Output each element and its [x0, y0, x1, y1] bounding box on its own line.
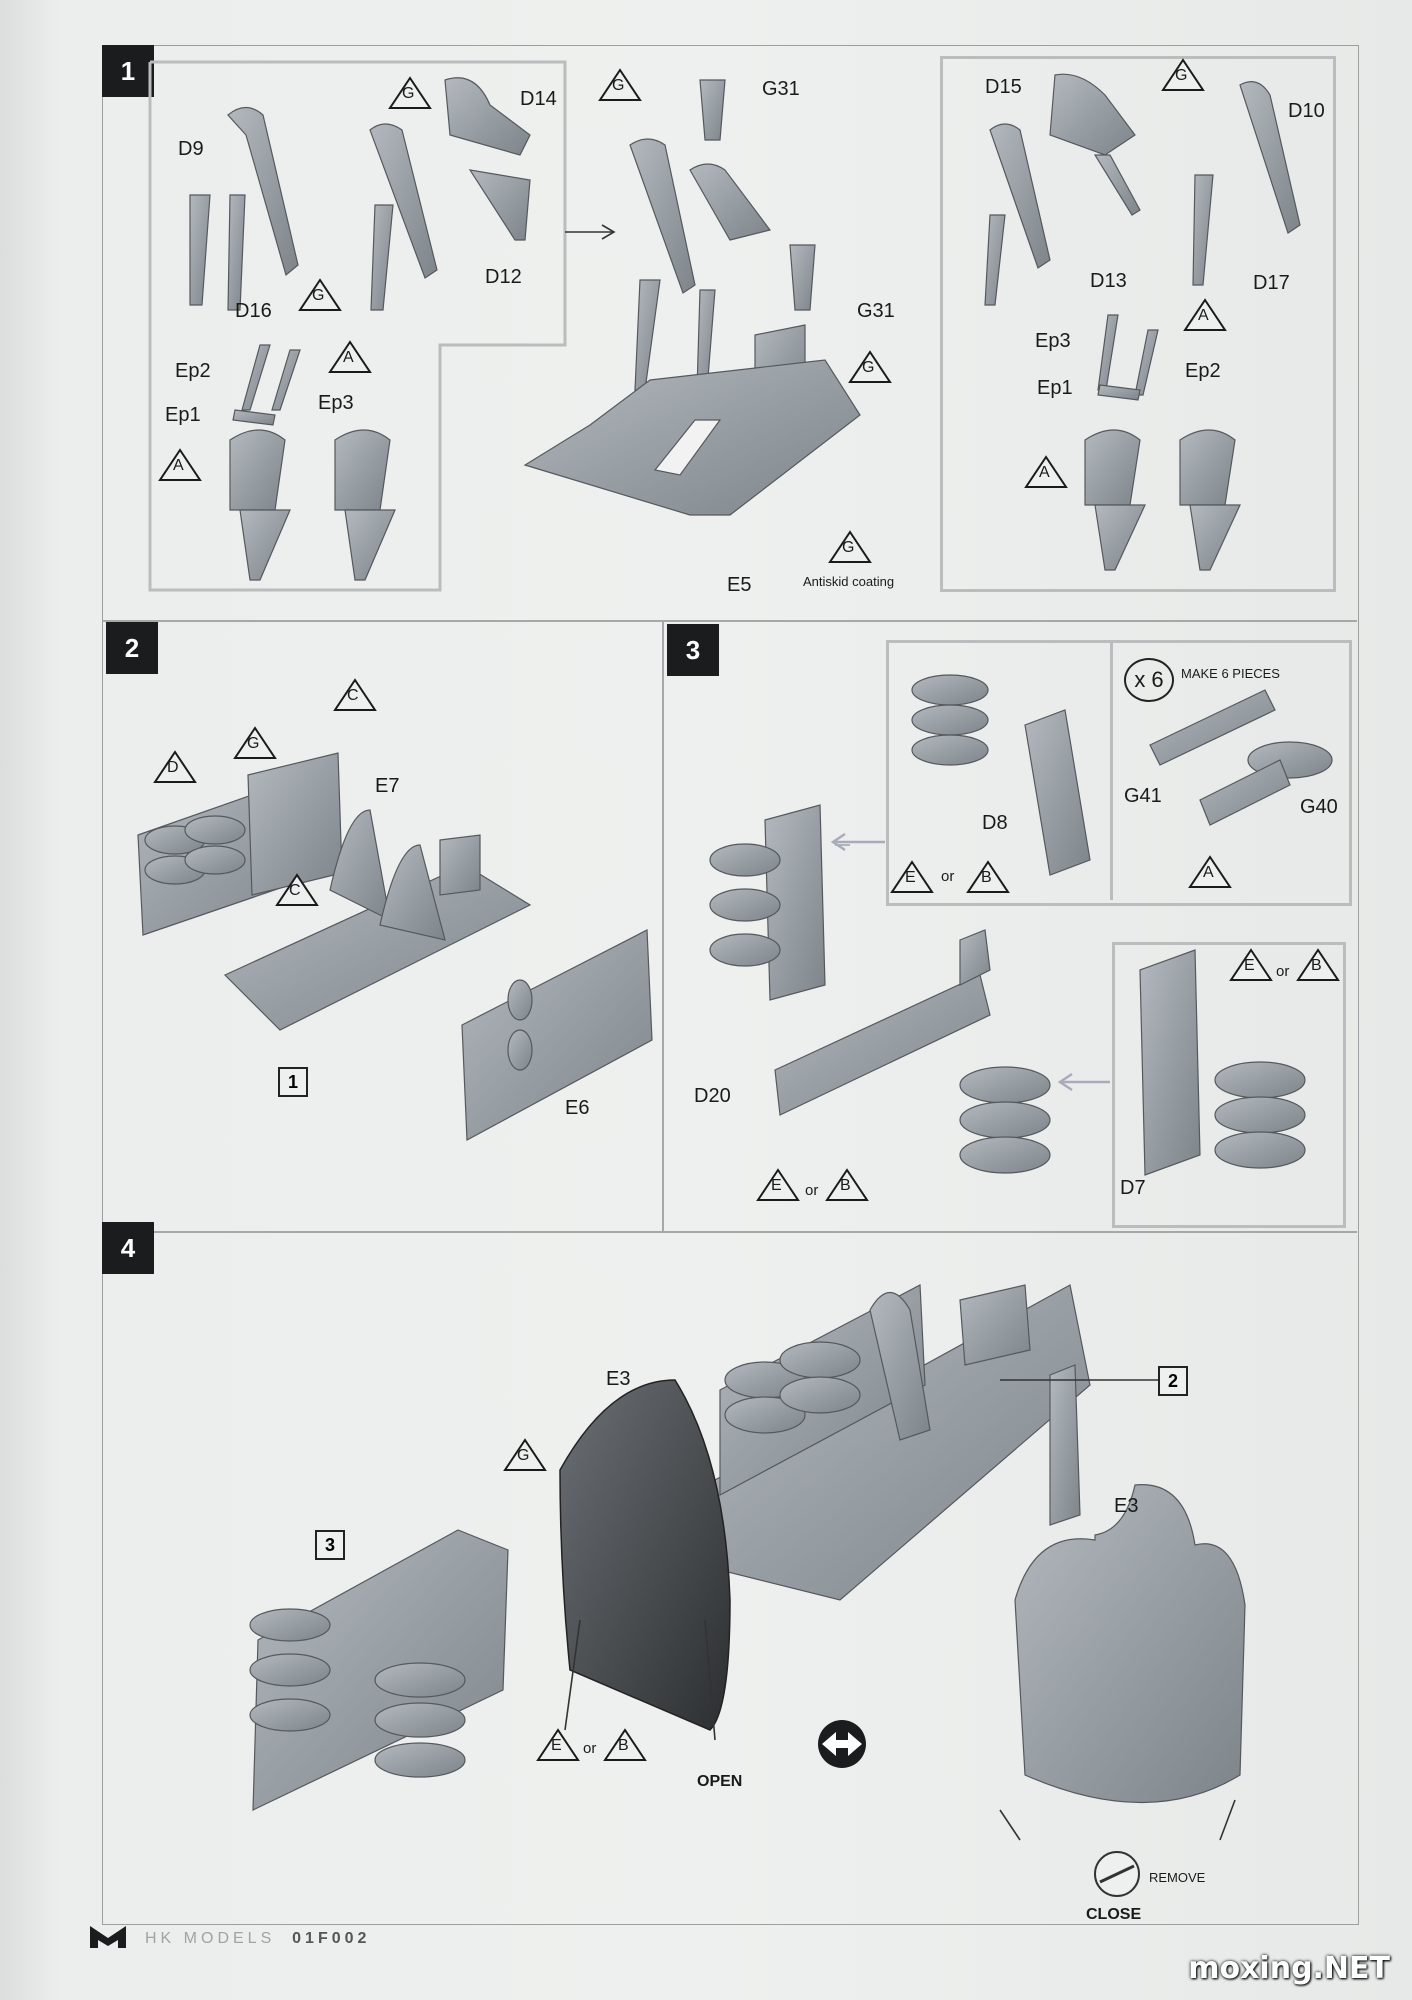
part-ep3-left: Ep3 [318, 392, 354, 414]
callout-g-6: G [842, 539, 855, 556]
remove-note: REMOVE [1149, 1870, 1206, 1885]
e3-panel-dark [559, 1379, 731, 1731]
callout-g-4: G [312, 287, 325, 304]
part-d9: D9 [178, 138, 204, 160]
part-d17: D17 [1253, 272, 1290, 294]
callout-a-1: A [1198, 307, 1209, 324]
callout-b-4: B [618, 1737, 629, 1754]
footer-code: 01F002 [292, 1930, 371, 1947]
divider-step1-bottom [102, 620, 1357, 622]
part-e5: E5 [727, 574, 752, 596]
part-ep2-right: Ep2 [1185, 360, 1221, 382]
callout-a-4: A [343, 349, 354, 366]
divider-step3-bottom [102, 1231, 1357, 1233]
callout-c-2: C [289, 882, 301, 899]
callout-b-1: B [981, 869, 992, 886]
callout-e-3: E [771, 1177, 782, 1194]
part-ep1-right: Ep1 [1037, 377, 1073, 399]
callout-c-1: C [347, 687, 359, 704]
part-d13: D13 [1090, 270, 1127, 292]
part-g31-top: G31 [762, 78, 800, 100]
callout-g-8: G [517, 1447, 530, 1464]
make-6-note: MAKE 6 PIECES [1181, 666, 1280, 681]
part-d15: D15 [985, 76, 1022, 98]
part-d20: D20 [694, 1085, 731, 1107]
part-d8: D8 [982, 812, 1008, 834]
part-ep2-left: Ep2 [175, 360, 211, 382]
part-e3-top: E3 [606, 1368, 631, 1390]
part-g41: G41 [1124, 785, 1162, 807]
callout-g-2: G [612, 77, 625, 94]
step3-bottom-subbox [1112, 942, 1346, 1228]
part-d14: D14 [520, 88, 557, 110]
callout-e-2: E [1244, 957, 1255, 974]
divider-step2-3 [662, 620, 664, 1232]
step-number-3: 3 [667, 624, 719, 676]
step-number-1: 1 [102, 45, 154, 97]
callout-g-1: G [402, 85, 415, 102]
callout-g-3: G [1175, 67, 1188, 84]
antiskid-note: Antiskid coating [803, 574, 895, 589]
watermark: moxing.NET [1188, 1951, 1390, 1986]
or-3: or [805, 1182, 819, 1199]
step3-subbox-divider [1110, 641, 1113, 900]
part-e7: E7 [375, 775, 400, 797]
close-note: CLOSE [1086, 1906, 1142, 1923]
or-1: or [941, 868, 955, 885]
ref-step-1: 1 [278, 1067, 308, 1097]
part-ep1-left: Ep1 [165, 404, 201, 426]
callout-a-3: A [1039, 464, 1050, 481]
part-d10: D10 [1288, 100, 1325, 122]
callout-g-7: G [247, 735, 260, 752]
open-note: OPEN [697, 1773, 743, 1790]
or-4: or [583, 1740, 597, 1757]
footer-brand: HK MODELS [145, 1930, 276, 1947]
callout-e-1: E [905, 869, 916, 886]
callout-d-1: D [167, 759, 179, 776]
part-e6: E6 [565, 1097, 590, 1119]
footer: HK MODELS 01F002 [145, 1930, 370, 1948]
step1-right-subbox [940, 56, 1336, 592]
part-d12: D12 [485, 266, 522, 288]
part-d7: D7 [1120, 1177, 1146, 1199]
step-number-4: 4 [102, 1222, 154, 1274]
ref-step-2: 2 [1158, 1366, 1188, 1396]
part-g31-bottom: G31 [857, 300, 895, 322]
x6-badge: x 6 [1124, 658, 1174, 702]
part-g40: G40 [1300, 796, 1338, 818]
callout-e-4: E [551, 1737, 562, 1754]
callout-g-5: G [862, 359, 875, 376]
callout-b-3: B [840, 1177, 851, 1194]
step3-top-subbox [886, 640, 1352, 906]
step-number-2: 2 [106, 622, 158, 674]
page-frame [102, 45, 1359, 1925]
ref-step-3: 3 [315, 1530, 345, 1560]
part-e3-right: E3 [1114, 1495, 1139, 1517]
part-ep3-right: Ep3 [1035, 330, 1071, 352]
or-2: or [1276, 963, 1290, 980]
callout-a-5: A [1203, 864, 1214, 881]
callout-b-2: B [1311, 957, 1322, 974]
hk-logo-icon [90, 1926, 126, 1948]
callout-a-2: A [173, 457, 184, 474]
part-d16: D16 [235, 300, 272, 322]
